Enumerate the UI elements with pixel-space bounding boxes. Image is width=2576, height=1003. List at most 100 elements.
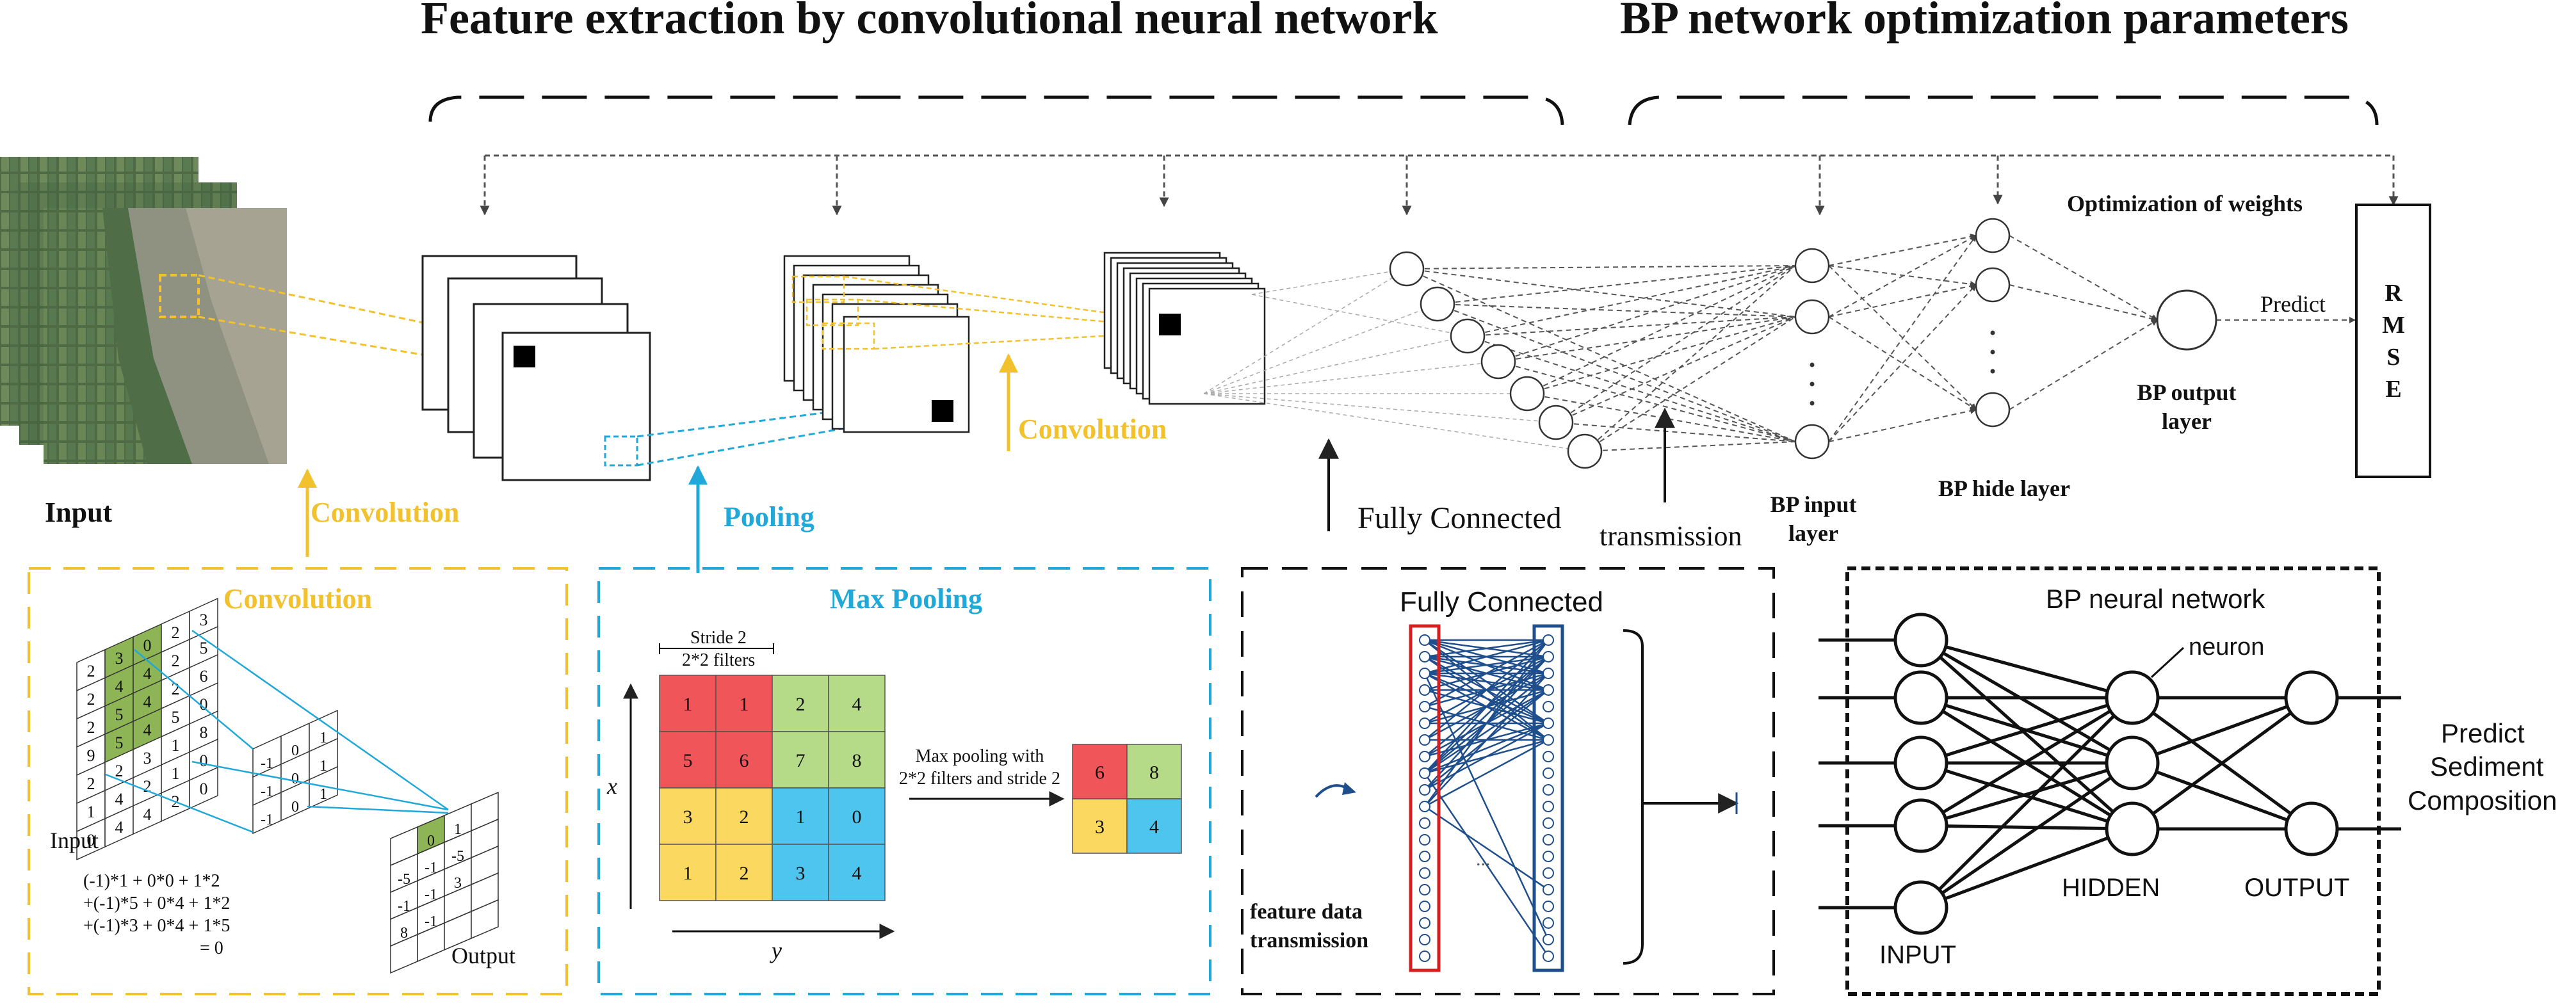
conv-proj-line [191, 760, 449, 811]
pool-cell-value: 8 [852, 750, 862, 771]
fc-left-node [1419, 684, 1430, 696]
fc-left-node [1419, 817, 1430, 829]
bp-edge [1828, 233, 1977, 266]
bp-edge [2009, 319, 2158, 410]
convolution-arrow-label: Convolution [311, 497, 459, 528]
fc-to-bp-edge [1406, 268, 1796, 442]
fc-right-column [1532, 624, 1564, 972]
fc-edge [1423, 773, 1550, 957]
conv-kernel-value: 0 [291, 742, 299, 759]
bp-edge [1828, 235, 1977, 317]
cnn-brace [428, 95, 1564, 125]
fc-edge [1424, 689, 1549, 774]
pool-cell [659, 731, 717, 789]
conv-input-value: 4 [115, 677, 124, 696]
conv-input-value: 1 [172, 736, 180, 755]
ellipsis-dot [1990, 330, 1995, 335]
bp-input-node [1794, 424, 1830, 460]
pool-cell [659, 844, 717, 901]
pool-cell-value: 1 [683, 863, 693, 884]
pool-cell-value: 2 [740, 806, 749, 828]
conv-input-value: 2 [87, 690, 95, 709]
conv-kernel-value: 1 [320, 786, 327, 803]
fc-right-node [1543, 734, 1554, 746]
conv-input-label: Input [50, 828, 99, 853]
pool-cell-value: 4 [852, 863, 862, 884]
fc-to-bp-edge [1406, 265, 1796, 269]
conv-proj-line [191, 629, 449, 811]
fc-node [1480, 344, 1516, 380]
fc-right-node [1543, 884, 1554, 895]
fc-right-node [1543, 784, 1554, 796]
conv-input-value: 2 [87, 718, 95, 737]
bp-panel-output-node [2284, 670, 2339, 725]
conv-input-value: 2 [172, 652, 180, 670]
fc-left-node [1419, 917, 1430, 929]
fc-edge [1424, 722, 1549, 774]
map-to-fc-lines [1203, 268, 1585, 452]
conv-formula-3: +(-1)*3 + 0*4 + 1*5 [83, 916, 230, 936]
conv-input-value: 5 [172, 708, 180, 726]
bp-panel-input-node [1893, 735, 1948, 790]
bp-panel-title: BP neural network [2046, 584, 2265, 614]
pool-x-axis-label: x [606, 773, 617, 799]
fc-left-node [1419, 718, 1430, 729]
fc-to-bp-edge [1555, 265, 1796, 423]
conv-formula-2: +(-1)*5 + 0*4 + 1*2 [83, 894, 230, 913]
conv-panel-title: Convolution [223, 583, 372, 614]
fc-left-node [1419, 834, 1430, 846]
pool-cell-value: 7 [796, 750, 806, 771]
pool-cell [772, 787, 829, 845]
fc-right-node [1543, 701, 1554, 712]
fc-feature-label-1: feature data [1250, 900, 1363, 924]
fc-ellipsis: ... [1476, 849, 1491, 870]
fc-left-node [1419, 767, 1430, 779]
rmse-label-s: S [2386, 344, 2400, 371]
rmse-label-r: R [2385, 280, 2402, 307]
ellipsis-dot [1810, 381, 1815, 387]
pool-caption-1: Max pooling with [916, 746, 1044, 766]
fc-to-bp-edge [1584, 316, 1796, 452]
pooling-arrow-label: Pooling [724, 501, 814, 533]
bp-net [1819, 613, 2401, 935]
feature-maps-1 [421, 255, 651, 481]
fc-panel-title: Fully Connected [1400, 586, 1603, 618]
fc-left-node [1419, 801, 1430, 812]
fc-right-node [1543, 834, 1554, 846]
predict-label: Predict [2260, 291, 2326, 317]
bp-panel-edge [2132, 696, 2312, 765]
conv-output-value: 8 [400, 925, 408, 942]
bp-panel-input-node [1893, 798, 1948, 853]
conv-kernel-cell [309, 766, 338, 809]
pool-cell-value: 5 [683, 750, 693, 771]
conv-kernel-value: 0 [291, 771, 299, 787]
bp-predict-label-2: Sediment [2430, 751, 2544, 782]
fc-right-node [1543, 668, 1554, 679]
conv-input-value: 4 [115, 818, 124, 837]
bp-panel-edge [2132, 761, 2312, 831]
fc-to-bp-edge [1498, 265, 1796, 362]
pool-caption-2: 2*2 filters and stride 2 [899, 769, 1060, 789]
conv-input-value: 2 [172, 680, 180, 698]
conv-output-value: -1 [425, 887, 437, 903]
fc-node [1567, 433, 1603, 469]
conv-panel [28, 567, 568, 995]
bp-panel-output-node [2284, 801, 2339, 856]
fc-to-bp-edge [1498, 316, 1796, 362]
pool-filters-label: 2*2 filters [682, 650, 755, 670]
pooled-kernel [932, 400, 953, 422]
rmse-label-m: M [2382, 312, 2405, 339]
bp-predict-label-3: Composition [2408, 785, 2557, 815]
bp-panel-edge [1920, 639, 2134, 830]
conv-input-value: 8 [200, 723, 208, 742]
bp-panel-edge [1920, 638, 2133, 700]
conv-input-cell [189, 766, 218, 810]
pool-projection [636, 408, 849, 467]
conv-kernel-value: 0 [291, 799, 299, 815]
pool-stride-label: Stride 2 [690, 628, 747, 648]
bp-panel-input-node [1893, 670, 1948, 725]
pool-cell [828, 675, 886, 732]
bp-panel-edge [1920, 761, 2134, 910]
